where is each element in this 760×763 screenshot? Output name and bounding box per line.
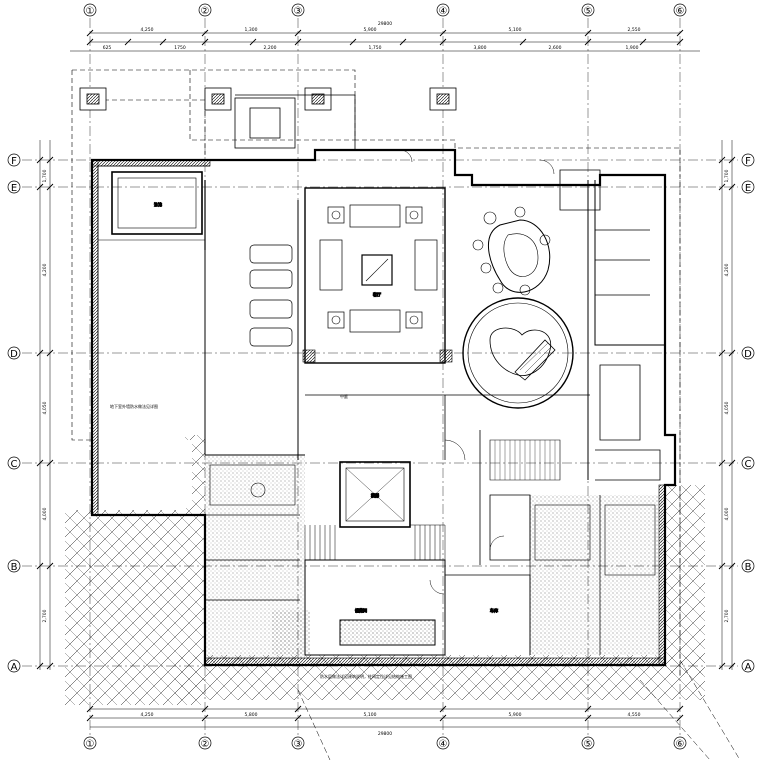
col-label-6: ⑥ xyxy=(676,6,685,17)
basement-note: 地下室外墙防水做法见详图 xyxy=(110,403,158,409)
living-room: 客厅 xyxy=(302,187,453,364)
exterior-walls xyxy=(90,148,677,667)
row-label-d: D xyxy=(10,349,18,360)
top-dim-2: 1,300 xyxy=(245,27,258,33)
col-label-4: ④ xyxy=(439,6,448,17)
bottom-dim-3: 5,100 xyxy=(364,712,377,718)
dotted-service-areas xyxy=(205,455,665,660)
row-label-c-right: C xyxy=(745,459,752,470)
col-label-5: ⑤ xyxy=(584,6,593,17)
left-dim-5: 2,700 xyxy=(42,609,48,622)
row-label-b-right: B xyxy=(745,562,752,573)
top-sub-4: 1,750 xyxy=(369,45,382,51)
doors xyxy=(399,149,555,595)
row-label-e-right: E xyxy=(745,183,751,194)
top-sub-2: 1750 xyxy=(174,45,186,51)
side-dimension-texts: 1,700 4,200 4,050 4,000 2,700 1,700 4,20… xyxy=(42,169,730,622)
left-dim-1: 1,700 xyxy=(42,169,48,182)
bottom-dim-1: 4,250 xyxy=(141,712,154,718)
central-label: 中庭 xyxy=(340,393,348,399)
top-sub-5: 3,800 xyxy=(474,45,487,51)
storage-label: 储藏间 xyxy=(355,607,367,613)
col-label-4-bottom: ④ xyxy=(439,739,448,750)
left-dim-3: 4,050 xyxy=(42,401,48,414)
row-label-c: C xyxy=(11,459,18,470)
row-label-a: A xyxy=(11,662,18,673)
leader-lines xyxy=(297,659,741,761)
col-label-1: ① xyxy=(86,6,95,17)
bottom-dim-4: 5,900 xyxy=(509,712,522,718)
spa-garden xyxy=(472,206,551,296)
axis-bubble-labels: ① ② ③ ④ ⑤ ⑥ ① ② ③ ④ ⑤ ⑥ F E D C B A F E … xyxy=(10,6,752,750)
top-total-dim: 29800 xyxy=(378,21,392,27)
col-label-6-bottom: ⑥ xyxy=(676,739,685,750)
pool-area: 泳池 xyxy=(98,171,206,250)
top-sub-3: 2,200 xyxy=(264,45,277,51)
left-dim-4: 4,000 xyxy=(42,507,48,520)
col-label-2-bottom: ② xyxy=(201,739,210,750)
external-columns xyxy=(79,87,457,149)
lounge-chairs xyxy=(249,244,293,347)
bottom-total-dim: 29800 xyxy=(378,731,392,737)
top-sub-7: 1,900 xyxy=(626,45,639,51)
bottom-note: 防水层做法详见建筑说明，柱网定位详见结构施工图 xyxy=(320,673,412,679)
col-label-3-bottom: ③ xyxy=(294,739,303,750)
right-dim-2: 4,200 xyxy=(724,263,730,276)
round-pavilion xyxy=(462,297,574,409)
interior-walls xyxy=(204,94,665,656)
bottom-dim-2: 5,800 xyxy=(245,712,258,718)
col-label-3: ③ xyxy=(294,6,303,17)
lower-rooms: 储藏间 车库 xyxy=(209,464,656,646)
row-label-f-right: F xyxy=(745,156,751,167)
top-dim-5: 2,550 xyxy=(628,27,641,33)
living-label: 客厅 xyxy=(373,291,381,297)
garage-label: 车库 xyxy=(490,607,498,613)
top-sub-6: 2,600 xyxy=(549,45,562,51)
dimension-lines xyxy=(39,32,733,728)
stair-core: 楼梯 xyxy=(304,439,561,560)
top-dim-3: 5,900 xyxy=(364,27,377,33)
axis-bubbles xyxy=(7,3,755,750)
right-dim-4: 4,000 xyxy=(724,507,730,520)
top-dim-1: 4,250 xyxy=(141,27,154,33)
row-label-e: E xyxy=(11,183,17,194)
row-label-a-right: A xyxy=(745,662,752,673)
col-label-2: ② xyxy=(201,6,210,17)
right-dim-3: 4,050 xyxy=(724,401,730,414)
stair-label: 楼梯 xyxy=(371,492,379,498)
col-label-5-bottom: ⑤ xyxy=(584,739,593,750)
row-label-f: F xyxy=(11,156,17,167)
bottom-dim-5: 4,550 xyxy=(628,712,641,718)
top-dim-4: 5,100 xyxy=(509,27,522,33)
col-label-1-bottom: ① xyxy=(86,739,95,750)
row-label-d-right: D xyxy=(744,349,752,360)
left-dim-2: 4,200 xyxy=(42,263,48,276)
row-label-b: B xyxy=(11,562,18,573)
right-dim-1: 1,700 xyxy=(724,169,730,182)
top-sub-1: 625 xyxy=(103,45,112,51)
dimension-ticks xyxy=(36,29,736,722)
pool-label: 泳池 xyxy=(154,201,162,207)
right-dim-5: 2,700 xyxy=(724,609,730,622)
dimension-texts: 29800 4,250 1,300 5,900 5,100 2,550 625 … xyxy=(103,21,641,737)
